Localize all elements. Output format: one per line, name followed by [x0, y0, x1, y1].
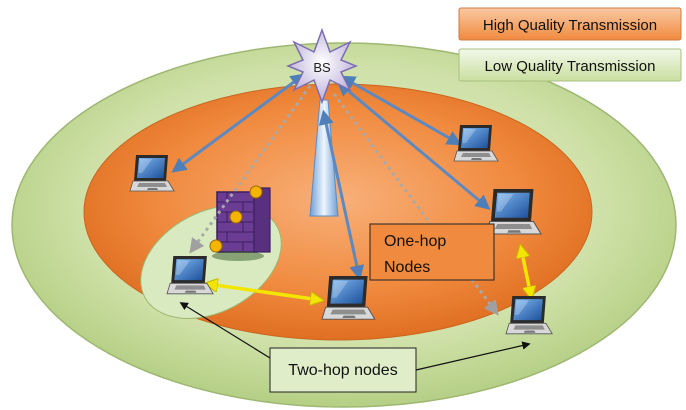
base-station-star-icon: BS [285, 27, 359, 105]
legend-high-quality-label: High Quality Transmission [483, 17, 657, 34]
two-hop-pointer-right [415, 341, 531, 371]
legend-low-quality-label: Low Quality Transmission [485, 58, 656, 75]
legend-low-quality-box [458, 48, 682, 82]
legend: High Quality Transmission Low Quality Tr… [458, 7, 682, 82]
relay-links [208, 248, 531, 300]
one-hop-label-line1: One-hop [384, 233, 446, 250]
legend-high-quality-box [458, 7, 682, 41]
high-quality-links [171, 73, 491, 281]
one-hop-label-box [369, 223, 495, 281]
relay-link-right [521, 248, 531, 296]
two-hop-label-box [269, 347, 417, 393]
two-hop-label: Two-hop nodes [288, 362, 397, 379]
base-station-label: BS [313, 60, 331, 75]
lq-link-bs-two-hop-left [189, 85, 312, 254]
one-hop-label-line2: Nodes [384, 259, 430, 276]
two-hop-pointer-left [179, 302, 271, 359]
hq-link-bs-left-laptop [171, 73, 306, 173]
hq-link-bs-right-mid-laptop [336, 81, 491, 210]
relay-link-left [208, 284, 320, 300]
firewall-icon [209, 185, 271, 261]
